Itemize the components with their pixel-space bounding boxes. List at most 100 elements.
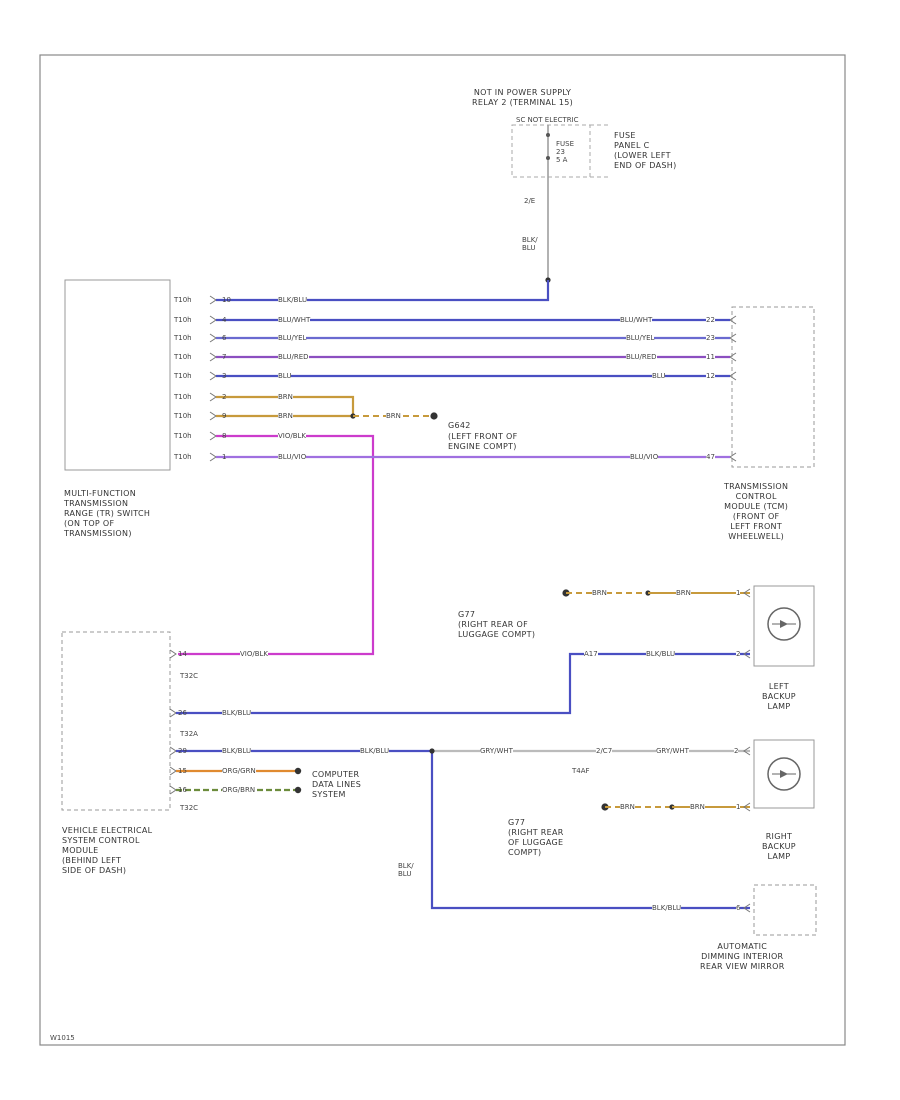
tcm-wire-3: BLU/RED: [626, 353, 657, 361]
mfs-wire-5: BLU: [278, 372, 292, 380]
ground-g642-lead: [350, 412, 438, 420]
mfs-pin-1: 10: [222, 296, 231, 304]
fuse-panel-label: FUSE PANEL C (LOWER LEFT END OF DASH): [614, 131, 677, 170]
vescm-label: VEHICLE ELECTRICAL SYSTEM CONTROL MODULE…: [62, 826, 153, 875]
fuse-pin: 2/E: [524, 197, 536, 205]
tcm-label: TRANSMISSION CONTROL MODULE (TCM) (FRONT…: [724, 482, 789, 541]
tcm-pin-3: 11: [706, 353, 715, 361]
mfs-connector-1: T10h: [174, 296, 192, 304]
right-backup-wire-1: GRY/WHT: [480, 747, 513, 755]
wire-blk-blu-top: [216, 280, 550, 302]
tcm-box: [731, 306, 815, 468]
ground-g642-point: [430, 412, 438, 420]
tcm-pin-6: 47: [706, 453, 715, 461]
vescm-pin-4: 15: [178, 767, 187, 775]
mfs-pin-9: 1: [222, 453, 227, 461]
fuse-name: FUSE 23 5 A: [556, 140, 575, 164]
right-backup-wire-3: BRN: [620, 803, 635, 811]
mfs-connector-3: T10h: [174, 334, 192, 342]
mfs-box: [64, 279, 171, 471]
data-line-end-1: [294, 767, 302, 775]
left-backup-wire-1: BRN: [592, 589, 607, 597]
vescm-wire-5: ORG/BRN: [222, 786, 256, 794]
mfs-wire-3: BLU/YEL: [278, 334, 307, 342]
vescm-connector-3: T32C: [180, 804, 199, 812]
mfs-pin-2: 4: [222, 316, 227, 324]
vescm-wire-2: BLK/BLU: [222, 709, 252, 717]
mfs-pin-6: 2: [222, 393, 227, 401]
tcm-wire-5: BLU/VIO: [630, 453, 659, 461]
right-backup-wire-4: BRN: [690, 803, 705, 811]
mfs-connector-7: T10h: [174, 412, 192, 420]
left-backup-splice: A17: [584, 650, 598, 658]
mfs-pin-4: 7: [222, 353, 227, 361]
data-line-end-2: [294, 786, 302, 794]
mfs-connector-6: T10h: [174, 393, 192, 401]
tcm-wire-4: BLU: [652, 372, 666, 380]
mfs-pin-7: 9: [222, 412, 227, 420]
left-backup-pin-2: 2: [736, 650, 741, 658]
mfs-wire-6: BRN: [278, 393, 293, 401]
mfs-connector-9: T10h: [174, 453, 192, 461]
right-backup-ground: [601, 746, 751, 812]
tcm-pin-4: 12: [706, 372, 715, 380]
wire-to-left-backup: [176, 652, 750, 715]
mfs-wire-1: BLK/BLU: [278, 296, 308, 304]
right-backup-connector: 2/C7: [596, 747, 613, 755]
wire-mirror: [430, 751, 750, 910]
mfs-pin-3: 6: [222, 334, 227, 342]
left-backup-pin-1: 1: [736, 589, 741, 597]
diagram-frame: [39, 54, 846, 1046]
vescm-pin-2: 26: [178, 709, 187, 717]
mfs-connector-5: T10h: [174, 372, 192, 380]
tcm-wire-2: BLU/YEL: [626, 334, 655, 342]
vescm-wire-3: BLK/BLU: [222, 747, 252, 755]
tcm-wire-1: BLU/WHT: [620, 316, 653, 324]
vescm-connector-2: T32A: [180, 730, 198, 738]
splice-mid: [429, 748, 435, 754]
vescm-wire-3b: BLK/BLU: [360, 747, 390, 755]
vescm-brackets: [169, 649, 177, 795]
feed-wire-label: BLK/ BLU: [522, 236, 538, 252]
g642-name: G642: [448, 421, 471, 430]
right-backup-tag: T4AF: [572, 767, 590, 775]
right-backup-lamp-label: RIGHT BACKUP LAMP: [762, 832, 796, 861]
tcm-connector-brackets: [729, 315, 737, 462]
right-backup-ground-name: G77: [508, 818, 526, 827]
left-backup-lamp-label: LEFT BACKUP LAMP: [762, 682, 796, 711]
left-backup-wire-3: BLK/BLU: [646, 650, 676, 658]
g642-wire: BRN: [386, 412, 401, 420]
vescm-wire-4: ORG/GRN: [222, 767, 256, 775]
relay-label: NOT IN POWER SUPPLY RELAY 2 (TERMINAL 15…: [472, 88, 574, 107]
fuse-panel-header: SC NOT ELECTRIC: [516, 116, 579, 124]
tcm-pin-2: 23: [706, 334, 715, 342]
mfs-connector-8: T10h: [174, 432, 192, 440]
mfs-connector-2: T10h: [174, 316, 192, 324]
mfs-wire-4: BLU/RED: [278, 353, 309, 361]
mfs-wire-2: BLU/WHT: [278, 316, 311, 324]
mfs-wire-9: BLU/VIO: [278, 453, 307, 461]
left-backup-wire-2: BRN: [676, 589, 691, 597]
g642-label: (LEFT FRONT OF ENGINE COMPT): [448, 432, 518, 451]
mirror-wire: BLK/BLU: [652, 904, 682, 912]
vescm-pin-3: 29: [178, 747, 187, 755]
wire-vio-blk: [178, 434, 375, 656]
left-backup-ground-name: G77: [458, 610, 476, 619]
vescm-wire-1: VIO/BLK: [240, 650, 269, 658]
mfs-pin-5: 3: [222, 372, 227, 380]
mfs-wire-7: BRN: [278, 412, 293, 420]
left-backup-ground-label: (RIGHT REAR OF LUGGAGE COMPT): [458, 620, 536, 639]
vescm-wires: [176, 652, 750, 910]
data-lines-label: COMPUTER DATA LINES SYSTEM: [312, 770, 362, 799]
tcm-pin-1: 22: [706, 316, 715, 324]
mfs-label: MULTI-FUNCTION TRANSMISSION RANGE (TR) S…: [64, 489, 151, 538]
mfs-pin-8: 8: [222, 432, 227, 440]
left-backup-ground: [562, 588, 751, 659]
mirror-label: AUTOMATIC DIMMING INTERIOR REAR VIEW MIR…: [700, 942, 785, 971]
diagram-id: W1015: [50, 1034, 75, 1042]
vescm-pin-5: 16: [178, 786, 187, 794]
right-backup-pin-2: 1: [736, 803, 741, 811]
mfs-wire-8: VIO/BLK: [278, 432, 307, 440]
mirror-branch-wire: BLK/ BLU: [398, 862, 414, 878]
